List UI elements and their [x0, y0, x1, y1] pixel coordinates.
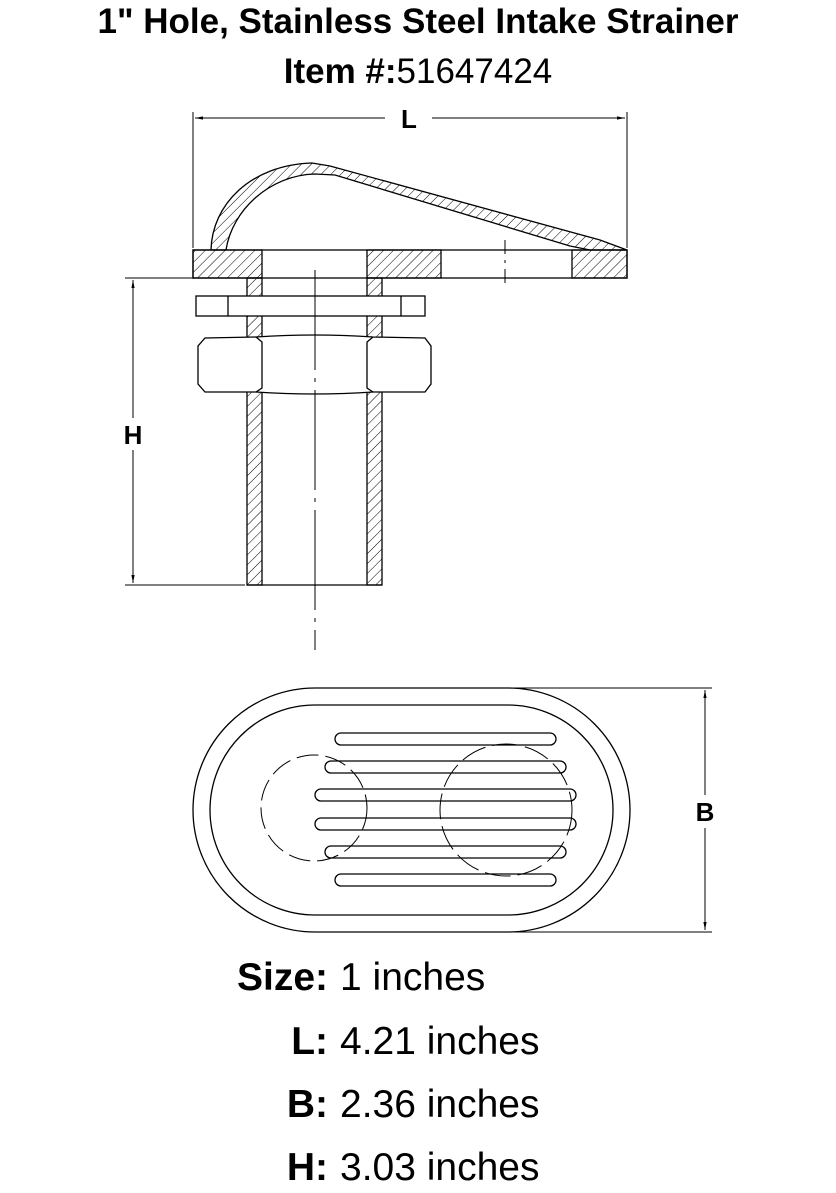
- spec-value: 1 inches: [340, 956, 486, 999]
- spec-label: H:: [286, 1146, 328, 1189]
- top-view: B: [192, 687, 715, 933]
- inner-rim: [209, 704, 614, 916]
- tube-wall-right: [366, 277, 383, 586]
- dimension-B-label: B: [696, 797, 715, 827]
- outer-rim: [192, 687, 631, 933]
- spec-label: B:: [286, 1083, 328, 1126]
- slot: [334, 732, 557, 746]
- spec-row-size: Size: 1 inches: [0, 953, 836, 1003]
- intake-slots: [314, 732, 577, 887]
- slot: [334, 873, 557, 887]
- item-number-label: Item #:: [283, 52, 397, 91]
- hood-shell: [210, 162, 628, 251]
- spec-value: 2.36 inches: [340, 1083, 540, 1126]
- spec-label: L:: [291, 1020, 328, 1063]
- hidden-hole-left: [260, 754, 368, 862]
- dimension-H: H: [124, 277, 245, 586]
- dimension-L: L: [192, 104, 628, 248]
- slot: [324, 845, 567, 859]
- slot: [314, 788, 577, 802]
- side-section-view: L H: [124, 104, 628, 650]
- washer: [195, 295, 426, 317]
- slot: [314, 817, 577, 831]
- item-number-line: Item #:51647424: [0, 52, 836, 92]
- flange-right: [571, 249, 628, 279]
- spec-label: Size:: [236, 956, 328, 999]
- dimension-B: B: [430, 687, 715, 933]
- spec-row-breadth: B: 2.36 inches: [0, 1080, 836, 1130]
- flange-mid: [366, 249, 442, 279]
- flange-left: [192, 249, 263, 279]
- dimension-L-label: L: [401, 104, 417, 134]
- slot: [324, 760, 567, 774]
- spec-row-height: H: 3.03 inches: [0, 1143, 836, 1193]
- item-number: 51647424: [396, 52, 553, 91]
- spec-row-length: L: 4.21 inches: [0, 1017, 836, 1067]
- hidden-hole-right: [439, 743, 573, 877]
- tube-wall-left: [246, 277, 263, 586]
- spec-value: 3.03 inches: [340, 1146, 540, 1189]
- spec-value: 4.21 inches: [340, 1020, 540, 1063]
- dimension-H-label: H: [124, 420, 143, 450]
- product-title: 1" Hole, Stainless Steel Intake Strainer: [97, 2, 739, 41]
